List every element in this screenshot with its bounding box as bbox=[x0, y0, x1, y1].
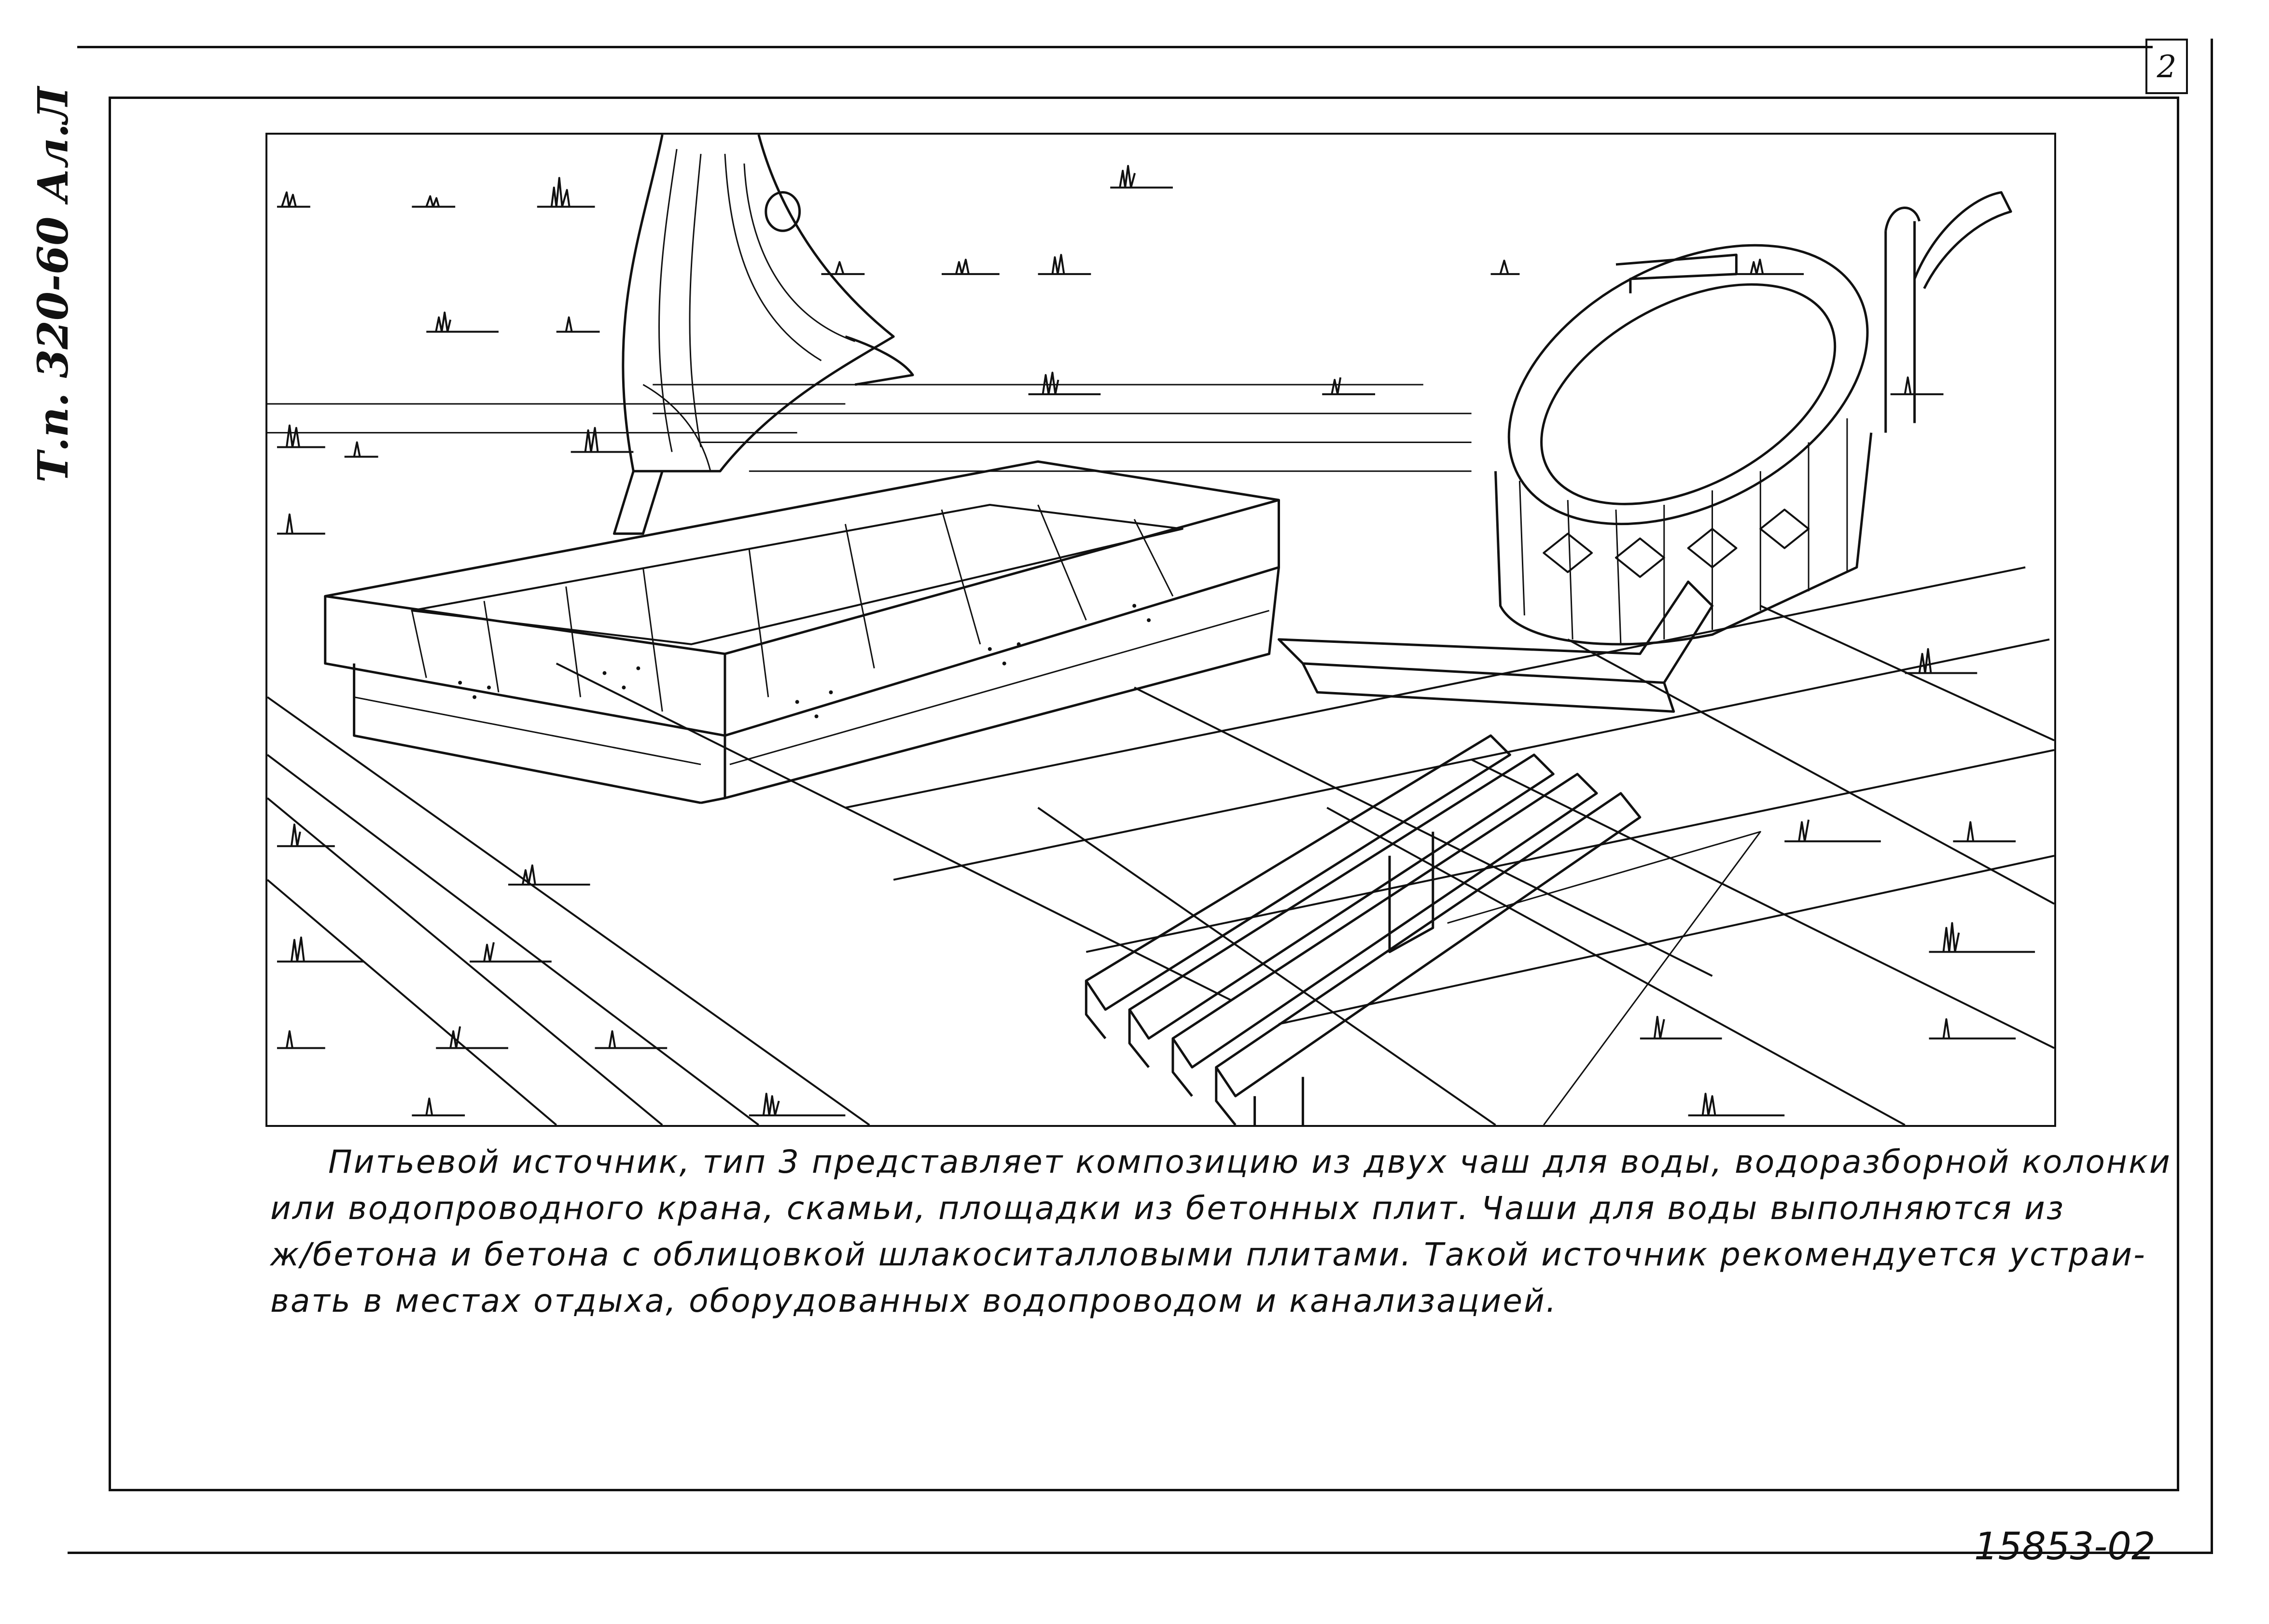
drawing-frame bbox=[109, 97, 2179, 1491]
bottom-border-line bbox=[68, 1552, 2213, 1554]
sheet-code: 15853-02 bbox=[1974, 1525, 2156, 1568]
left-stone-basin bbox=[324, 460, 1280, 805]
left-basin-dots bbox=[458, 604, 1151, 719]
grass-tufts bbox=[277, 165, 2035, 1117]
background-hatching bbox=[267, 384, 1472, 472]
fountain-illustration bbox=[265, 133, 2056, 1127]
round-basin bbox=[1494, 191, 2012, 646]
concrete-plinth bbox=[1277, 580, 1714, 713]
paving-grid bbox=[267, 566, 2054, 1125]
caption-line-3: ж/бетона и бетона с облицовкой шлакосита… bbox=[270, 1236, 2146, 1273]
fountain-drawing bbox=[267, 135, 2054, 1125]
right-border-line bbox=[2211, 39, 2213, 1554]
top-border-line bbox=[77, 46, 2153, 48]
page-number: 2 bbox=[2145, 39, 2188, 94]
side-document-code: Т.п. 320-60 Ал.Л bbox=[29, 86, 78, 483]
description-caption: Питьевой источник, тип 3 представляет ко… bbox=[270, 1139, 2172, 1324]
caption-line-1: Питьевой источник, тип 3 представляет ко… bbox=[328, 1143, 2172, 1180]
caption-line-2: или водопроводного крана, скамьи, площад… bbox=[270, 1190, 2065, 1227]
caption-line-4: вать в местах отдыха, оборудованных водо… bbox=[270, 1282, 1558, 1319]
tree-trunk bbox=[612, 135, 914, 535]
bench bbox=[1085, 734, 1761, 1125]
